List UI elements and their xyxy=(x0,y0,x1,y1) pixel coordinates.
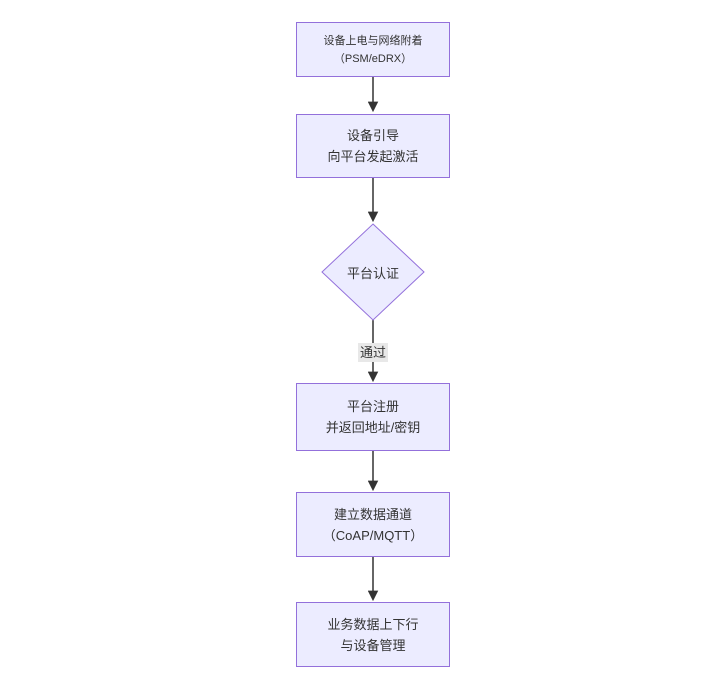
node-register: 平台注册 并返回地址/密钥 xyxy=(296,383,450,451)
node-power-attach-line2: （PSM/eDRX） xyxy=(333,52,413,65)
node-register-line1: 平台注册 xyxy=(346,399,399,414)
node-register-line2: 并返回地址/密钥 xyxy=(325,420,421,435)
decision-diamond-shape xyxy=(321,223,425,321)
node-bootstrap: 设备引导 向平台发起激活 xyxy=(296,114,450,178)
edge-label-pass: 通过 xyxy=(357,343,389,362)
node-bootstrap-line2: 向平台发起激活 xyxy=(327,149,419,164)
node-data-channel-line1: 建立数据通道 xyxy=(333,506,412,522)
node-power-attach: 设备上电与网络附着 （PSM/eDRX） xyxy=(296,22,450,77)
node-bootstrap-line1: 设备引导 xyxy=(346,128,399,143)
node-business-data: 业务数据上下行 与设备管理 xyxy=(296,602,450,667)
node-data-channel: 建立数据通道 （CoAP/MQTT） xyxy=(296,492,450,557)
node-business-data-line1: 业务数据上下行 xyxy=(327,616,419,632)
node-power-attach-line1: 设备上电与网络附着 xyxy=(323,34,423,47)
node-data-channel-line2: （CoAP/MQTT） xyxy=(322,527,424,543)
node-business-data-line2: 与设备管理 xyxy=(340,637,406,653)
